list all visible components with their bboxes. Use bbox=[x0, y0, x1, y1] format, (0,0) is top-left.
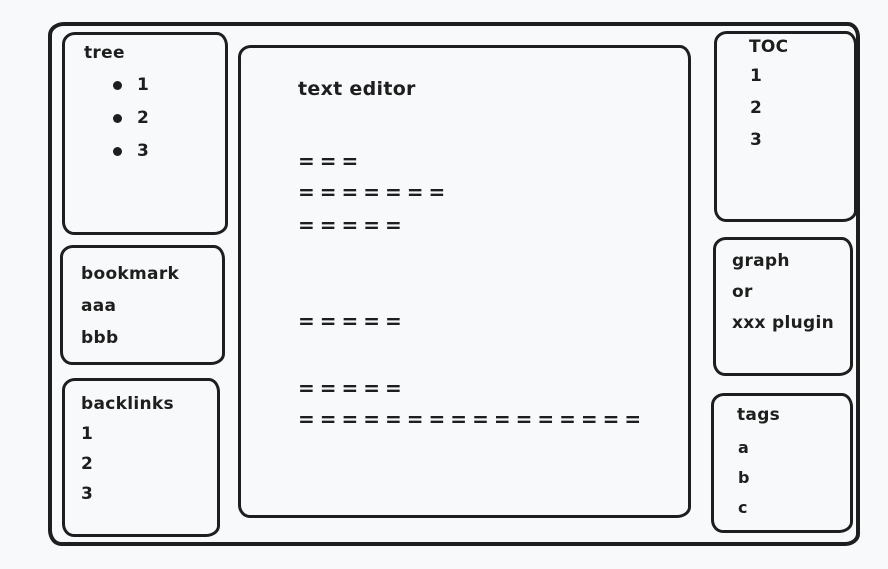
editor-placeholder-line: ===== bbox=[298, 309, 407, 333]
editor-placeholder-line: ===== bbox=[298, 213, 407, 237]
bullet-icon bbox=[113, 81, 122, 90]
tree-item-label: 1 bbox=[137, 75, 150, 95]
tag-item: b bbox=[738, 468, 750, 487]
tree-panel-title: tree bbox=[84, 43, 125, 63]
tree-item-label: 2 bbox=[137, 108, 150, 128]
editor-placeholder-line: ===== bbox=[298, 376, 407, 400]
tree-item: 3 bbox=[113, 143, 149, 160]
graph-panel-line: graph bbox=[732, 251, 790, 271]
toc-panel: TOC 1 2 3 bbox=[714, 31, 857, 222]
editor-placeholder-line: ================ bbox=[298, 407, 647, 431]
bookmark-panel: bookmark aaa bbb bbox=[60, 245, 225, 365]
tags-panel: tags a b c bbox=[711, 393, 853, 533]
toc-panel-title: TOC bbox=[749, 37, 789, 57]
text-editor-panel: text editor === ======= ===== ===== ====… bbox=[238, 45, 691, 518]
bookmark-item: aaa bbox=[81, 296, 117, 316]
graph-plugin-panel: graph or xxx plugin bbox=[713, 237, 853, 376]
editor-placeholder-line: ======= bbox=[298, 180, 451, 204]
backlinks-item: 3 bbox=[81, 484, 94, 504]
bookmark-panel-title: bookmark bbox=[81, 264, 180, 284]
bookmark-item: bbb bbox=[81, 328, 119, 348]
backlinks-panel-title: backlinks bbox=[81, 394, 174, 414]
bullet-icon bbox=[113, 114, 122, 123]
graph-panel-line: or bbox=[732, 282, 753, 302]
tree-panel: tree 1 2 3 bbox=[62, 32, 228, 235]
backlinks-panel: backlinks 1 2 3 bbox=[62, 378, 220, 537]
tags-panel-title: tags bbox=[737, 405, 781, 425]
text-editor-title: text editor bbox=[298, 78, 416, 100]
tag-item: a bbox=[738, 438, 750, 457]
toc-item: 1 bbox=[750, 66, 763, 86]
tree-item: 2 bbox=[113, 110, 149, 127]
backlinks-item: 1 bbox=[81, 424, 94, 444]
tag-item: c bbox=[738, 498, 748, 517]
editor-placeholder-line: === bbox=[298, 149, 364, 173]
tree-item-label: 3 bbox=[137, 141, 150, 161]
tree-item: 1 bbox=[113, 77, 149, 94]
backlinks-item: 2 bbox=[81, 454, 94, 474]
bullet-icon bbox=[113, 147, 122, 156]
toc-item: 2 bbox=[750, 98, 763, 118]
tree-list: 1 2 3 bbox=[113, 77, 149, 176]
graph-panel-line: xxx plugin bbox=[732, 313, 835, 333]
toc-item: 3 bbox=[750, 130, 763, 150]
